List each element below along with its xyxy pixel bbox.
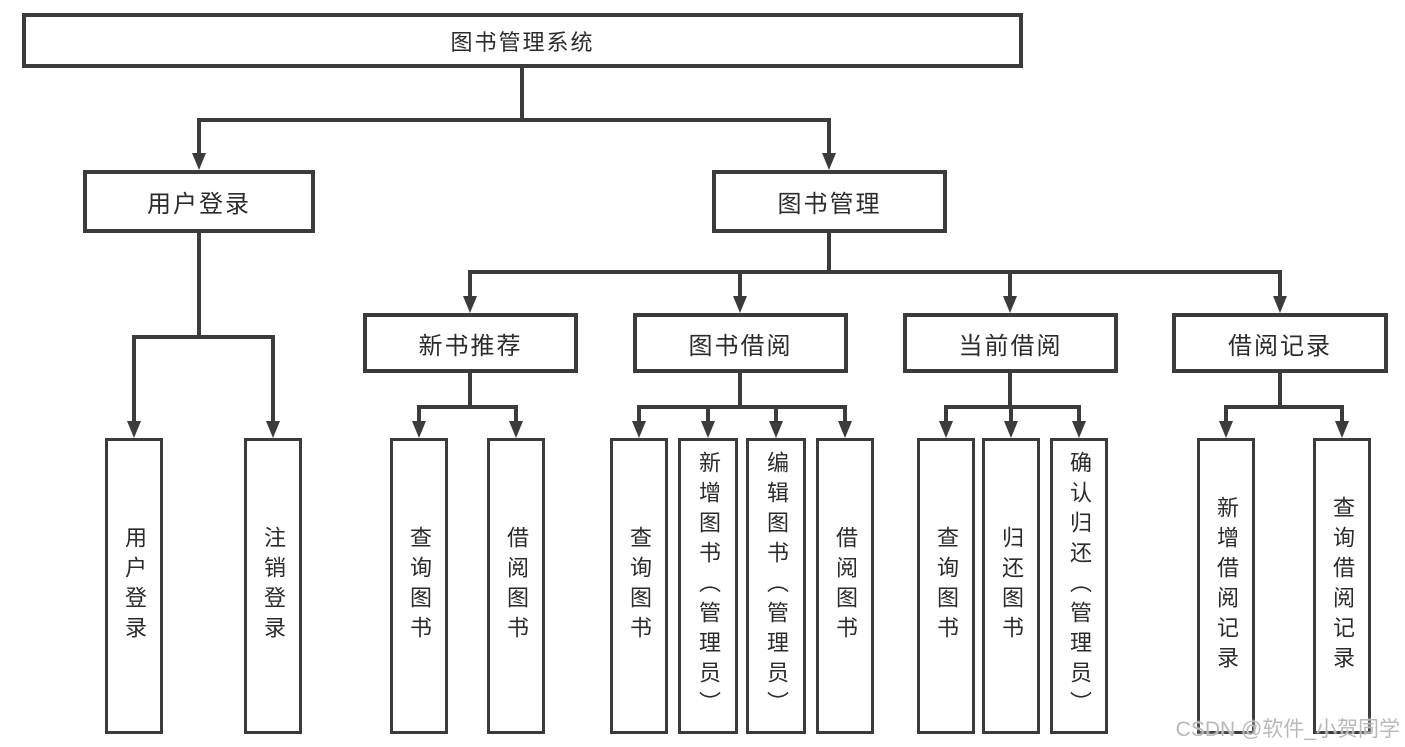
leaf-confirm-return-admin: 确认归还（管理员） xyxy=(1050,438,1108,734)
leaf-query-books: 查询图书 xyxy=(390,438,448,734)
arrow-down-icon xyxy=(1335,421,1349,438)
connector-line xyxy=(1224,405,1344,409)
arrow-down-icon xyxy=(127,421,141,438)
node-label: 图书借阅 xyxy=(688,332,793,360)
connector-line xyxy=(738,373,742,409)
connector-line xyxy=(132,337,136,423)
node-label: 确认归还（管理员） xyxy=(1067,451,1092,721)
connector-line xyxy=(738,272,742,298)
arrow-down-icon xyxy=(266,421,280,438)
leaf-query-books: 查询图书 xyxy=(917,438,975,734)
node-label: 用户登录 xyxy=(122,526,147,646)
node-label: 查询借阅记录 xyxy=(1330,496,1355,676)
connector-line xyxy=(520,68,524,120)
arrow-down-icon xyxy=(822,153,836,170)
connector-line xyxy=(417,407,421,423)
leaf-query-borrow-record: 查询借阅记录 xyxy=(1313,438,1371,734)
arrow-down-icon xyxy=(701,421,715,438)
node-new-book-recommend: 新书推荐 xyxy=(363,313,578,373)
arrow-down-icon xyxy=(838,421,852,438)
connector-line xyxy=(1077,407,1081,423)
connector-line xyxy=(827,233,831,272)
connector-line xyxy=(774,407,778,423)
connector-line xyxy=(1278,272,1282,298)
node-label: 编辑图书（管理员） xyxy=(764,451,789,721)
arrow-down-icon xyxy=(733,296,747,313)
arrow-down-icon xyxy=(1003,296,1017,313)
arrow-down-icon xyxy=(1219,421,1233,438)
connector-line xyxy=(1008,373,1012,409)
connector-line xyxy=(1278,373,1282,409)
connector-line xyxy=(944,407,948,423)
arrow-down-icon xyxy=(412,421,426,438)
connector-line xyxy=(271,337,275,423)
node-label: 新增图书（管理员） xyxy=(696,451,721,721)
node-user-login: 用户登录 xyxy=(83,170,315,233)
arrow-down-icon xyxy=(1004,421,1018,438)
node-label: 借阅图书 xyxy=(833,526,858,646)
connector-line xyxy=(417,405,518,409)
connector-line xyxy=(197,118,831,122)
node-label: 新增借阅记录 xyxy=(1214,496,1239,676)
node-label: 借阅图书 xyxy=(504,526,529,646)
connector-line xyxy=(1009,407,1013,423)
leaf-add-borrow-record: 新增借阅记录 xyxy=(1197,438,1255,734)
leaf-edit-books-admin: 编辑图书（管理员） xyxy=(746,438,806,734)
arrow-down-icon xyxy=(1273,296,1287,313)
connector-line xyxy=(637,407,641,423)
connector-line xyxy=(468,373,472,409)
node-label: 归还图书 xyxy=(999,526,1024,646)
node-borrow-records: 借阅记录 xyxy=(1172,313,1388,373)
node-label: 图书管理 xyxy=(777,191,882,218)
connector-line xyxy=(197,233,201,337)
leaf-borrow-books: 借阅图书 xyxy=(487,438,545,734)
node-label: 借阅记录 xyxy=(1228,332,1332,360)
node-library-management-system: 图书管理系统 xyxy=(22,13,1023,68)
node-label: 用户登录 xyxy=(147,191,251,218)
arrow-down-icon xyxy=(1072,421,1086,438)
leaf-add-books-admin: 新增图书（管理员） xyxy=(678,438,738,734)
leaf-borrow-books: 借阅图书 xyxy=(816,438,874,734)
arrow-down-icon xyxy=(192,153,206,170)
arrow-down-icon xyxy=(463,296,477,313)
leaf-return-books: 归还图书 xyxy=(982,438,1040,734)
node-label: 查询图书 xyxy=(934,526,959,646)
connector-line xyxy=(514,407,518,423)
arrow-down-icon xyxy=(632,421,646,438)
node-book-management: 图书管理 xyxy=(712,170,947,233)
node-label: 查询图书 xyxy=(627,526,652,646)
leaf-query-books: 查询图书 xyxy=(610,438,668,734)
connector-line xyxy=(1340,407,1344,423)
node-label: 图书管理系统 xyxy=(450,29,595,55)
node-label: 注销登录 xyxy=(261,526,286,646)
connector-line xyxy=(468,272,472,298)
connector-line xyxy=(827,120,831,155)
arrow-down-icon xyxy=(509,421,523,438)
node-label: 新书推荐 xyxy=(418,332,523,360)
arrow-down-icon xyxy=(769,421,783,438)
node-label: 查询图书 xyxy=(407,526,432,646)
arrow-down-icon xyxy=(939,421,953,438)
leaf-logout-login: 注销登录 xyxy=(244,438,302,734)
node-label: 当前借阅 xyxy=(958,332,1063,360)
connector-line xyxy=(197,120,201,155)
node-book-borrow: 图书借阅 xyxy=(633,313,848,373)
connector-line xyxy=(1224,407,1228,423)
connector-line xyxy=(468,270,1282,274)
connector-line xyxy=(637,405,847,409)
node-current-borrow: 当前借阅 xyxy=(903,313,1118,373)
connector-line xyxy=(132,335,275,339)
connector-line xyxy=(1008,272,1012,298)
leaf-user-login: 用户登录 xyxy=(105,438,163,734)
connector-line xyxy=(706,407,710,423)
watermark: CSDN @软件_小贺同学 xyxy=(1175,718,1400,741)
connector-line xyxy=(843,407,847,423)
